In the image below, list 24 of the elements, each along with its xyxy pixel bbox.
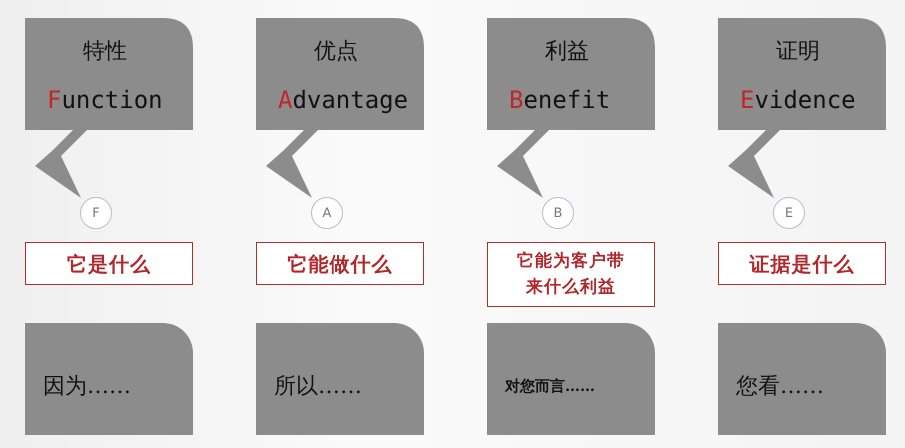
speech-bubble [487,18,655,200]
bubble-word: Evidence [740,86,856,114]
bubble-title: 利益 [544,38,590,66]
question-box: 它能做什么 [256,242,424,285]
phrase-box: 因为…… [25,323,193,435]
phrase-box: 您看…… [718,323,886,435]
letter-circle: A [311,197,343,229]
speech-bubble [718,18,886,200]
question-box: 证据是什么 [718,242,886,285]
question-box: 它是什么 [25,242,193,285]
speech-bubble [25,18,193,200]
bubble-title: 特性 [82,38,128,66]
bubble-title: 证明 [775,38,821,66]
letter-circle: B [542,197,574,229]
bubble-word: Advantage [278,86,408,114]
bubble-title: 优点 [313,38,359,66]
letter-circle: F [80,197,112,229]
question-box: 它能为客户带来什么利益 [487,242,655,307]
speech-bubble [256,18,424,200]
letter-circle: E [773,197,805,229]
phrase-box: 对您而言…… [487,323,655,435]
bubble-word: Function [47,86,163,114]
phrase-box: 所以…… [256,323,424,435]
bubble-word: Benefit [509,86,610,114]
